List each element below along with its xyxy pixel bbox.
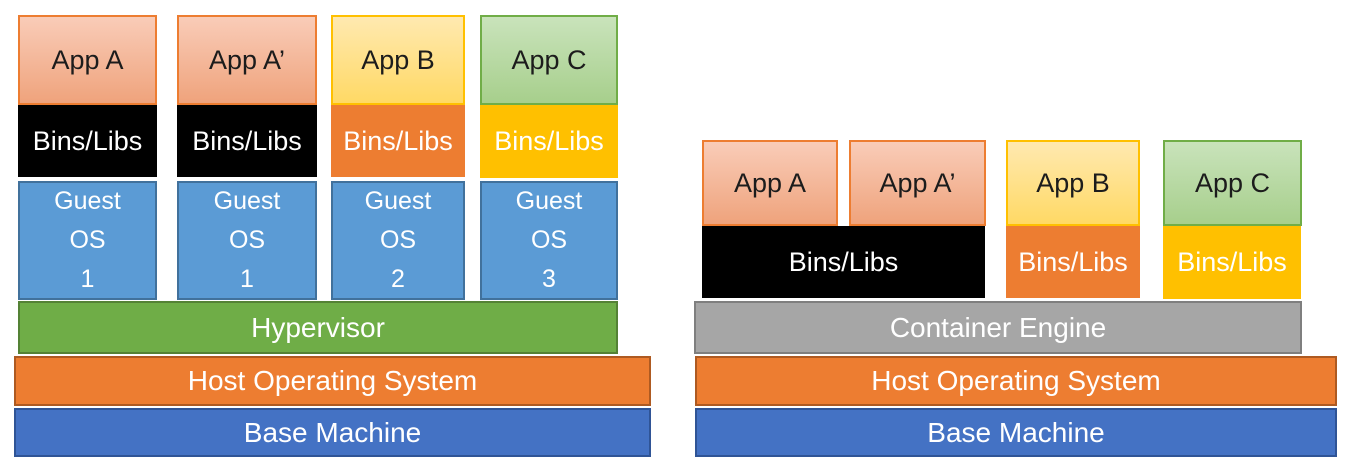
guest-os-line: OS	[69, 226, 106, 255]
guest-os-line: Guest	[515, 187, 583, 216]
guest-os-line: 1	[80, 264, 95, 293]
guest-os-line: Guest	[364, 187, 432, 216]
guest-os-line: 3	[542, 264, 556, 293]
vm-guest-os-1-box: Guest OS 1	[18, 181, 157, 300]
container-app-a-prime-box: App A’	[849, 140, 986, 226]
guest-os-line: 2	[391, 264, 405, 293]
container-app-c-box: App C	[1163, 140, 1302, 226]
container-app-a-box: App A	[702, 140, 838, 226]
host-os-bar-right: Host Operating System	[695, 356, 1337, 406]
vm-bins-libs-a-prime-box: Bins/Libs	[177, 105, 317, 177]
container-engine-bar: Container Engine	[694, 301, 1302, 354]
guest-os-line: OS	[530, 226, 568, 255]
container-shared-bins-libs-box: Bins/Libs	[702, 226, 985, 298]
vm-app-c-box: App C	[480, 15, 618, 105]
container-app-b-box: App B	[1006, 140, 1140, 226]
guest-os-line: OS	[228, 226, 266, 255]
guest-os-line: OS	[379, 226, 417, 255]
vm-app-a-box: App A	[18, 15, 157, 105]
container-bins-libs-b-box: Bins/Libs	[1006, 226, 1140, 298]
vm-bins-libs-b-box: Bins/Libs	[331, 105, 465, 177]
vm-bins-libs-c-box: Bins/Libs	[480, 105, 618, 178]
guest-os-line: Guest	[54, 187, 121, 216]
host-os-bar-left: Host Operating System	[14, 356, 651, 406]
vm-guest-os-1b-box: Guest OS 1	[177, 181, 317, 300]
vm-guest-os-3-box: Guest OS 3	[480, 181, 618, 300]
base-machine-bar-left: Base Machine	[14, 408, 651, 457]
guest-os-line: 1	[240, 264, 254, 293]
hypervisor-bar: Hypervisor	[18, 301, 618, 354]
vm-guest-os-2-box: Guest OS 2	[331, 181, 465, 300]
base-machine-bar-right: Base Machine	[695, 408, 1337, 457]
vm-bins-libs-a-box: Bins/Libs	[18, 105, 157, 177]
container-bins-libs-c-box: Bins/Libs	[1163, 226, 1301, 299]
guest-os-line: Guest	[213, 187, 281, 216]
vm-app-b-box: App B	[331, 15, 465, 105]
vm-app-a-prime-box: App A’	[177, 15, 317, 105]
